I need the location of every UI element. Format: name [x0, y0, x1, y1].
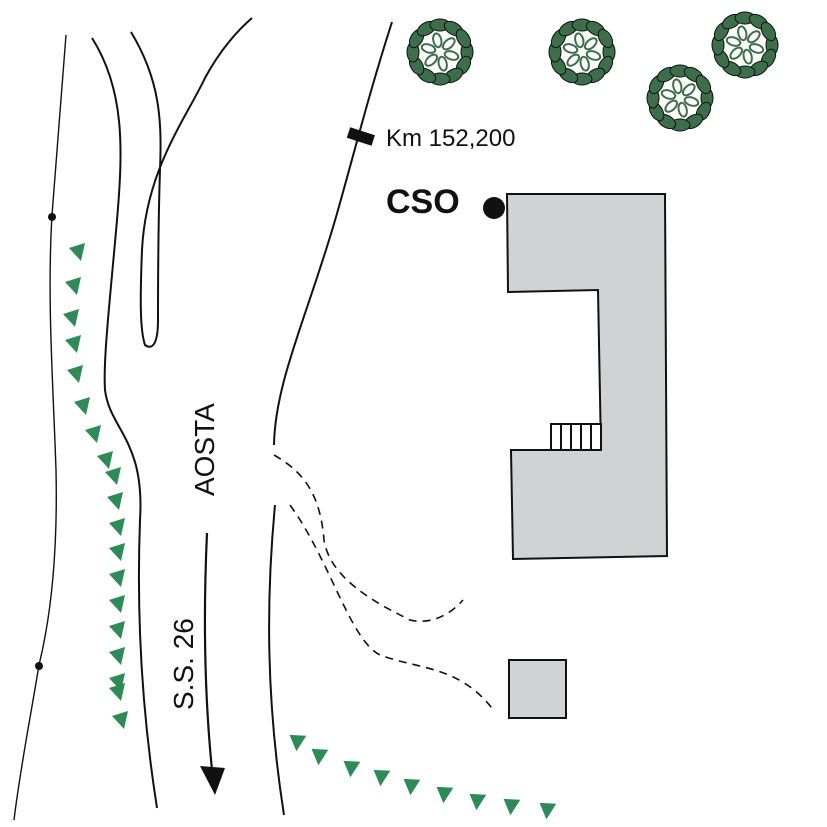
boundary-dot-upper: [48, 213, 56, 221]
embankment-mark: [65, 335, 81, 353]
road-edge-right-lower: [268, 504, 285, 816]
embankment-mark: [109, 647, 125, 665]
embankment-mark: [403, 778, 421, 796]
tree-group: [406, 11, 779, 132]
cso-label: CSO: [386, 183, 460, 221]
embankment-mark: [539, 802, 557, 820]
embankment-mark: [289, 734, 307, 752]
embankment-mark: [109, 543, 125, 561]
embankment-mark: [436, 786, 454, 804]
embankment-mark: [74, 397, 90, 415]
dashed-path-upper: [273, 454, 464, 622]
embankment-mark: [69, 243, 85, 261]
embankment-mark: [97, 451, 113, 469]
direction-arrow-line: [203, 532, 214, 771]
road-branch-loop: [130, 17, 253, 348]
tree-icon: [646, 64, 714, 132]
embankment-mark: [469, 793, 487, 811]
km-label: Km 152,200: [386, 125, 515, 152]
embankment-mark: [85, 425, 101, 443]
building-small: [508, 659, 567, 719]
stairs-icon: [550, 423, 602, 451]
embankment-mark: [503, 798, 521, 816]
tree-icon: [406, 18, 474, 86]
embankment-mark: [63, 309, 79, 327]
km-marker-icon: [346, 127, 375, 146]
embankment-mark: [109, 518, 125, 536]
building-main: [505, 193, 669, 561]
road-number-label: S.S. 26: [168, 618, 199, 710]
embankment-mark: [112, 711, 128, 729]
dashed-path-lower: [289, 504, 496, 713]
left-boundary-line: [13, 34, 67, 821]
boundary-dot-lower: [35, 662, 43, 670]
embankment-mark: [311, 748, 329, 766]
road-edge-right-upper: [273, 21, 393, 446]
road-name-label: AOSTA: [189, 403, 220, 496]
embankment-mark: [343, 760, 361, 778]
embankment-mark: [105, 467, 121, 485]
embankment-mark: [107, 492, 123, 510]
embankment-mark: [109, 595, 125, 613]
embankment-mark: [67, 365, 83, 383]
embankment-mark: [65, 277, 81, 295]
embankment-group: [63, 243, 557, 820]
arrow-down-icon: [200, 766, 225, 795]
embankment-mark: [109, 569, 125, 587]
embankment-mark: [109, 621, 125, 639]
tree-icon: [548, 18, 616, 86]
cso-point-marker: [483, 197, 505, 219]
tree-icon: [711, 11, 779, 79]
road-edge-left: [91, 37, 158, 809]
embankment-mark: [373, 769, 391, 787]
embankment-mark: [109, 683, 125, 701]
